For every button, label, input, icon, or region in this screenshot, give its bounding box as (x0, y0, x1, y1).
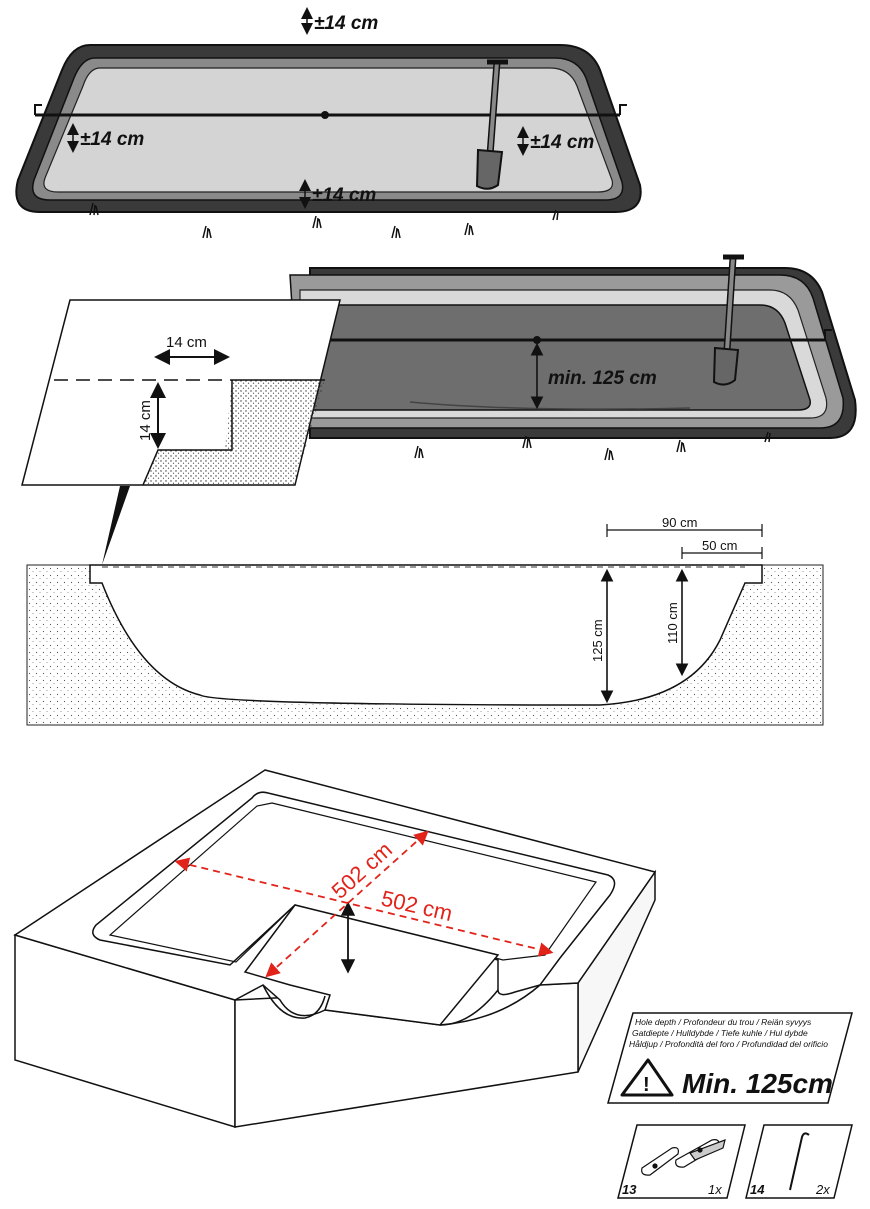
step1-right-label: ±14 cm (530, 132, 594, 153)
ledge-detail-inset: 14 cm 14 cm (21, 299, 341, 565)
hole-depth-warning-box: Hole depth / Profondeur du trou / Reiän … (607, 1012, 853, 1104)
section-inner-depth-dimension: 110 cm (665, 568, 689, 677)
hole-3d-view (13, 769, 657, 1129)
step1-left-dimension: ±14 cm (67, 123, 144, 153)
part-13-card: 13 1x (617, 1124, 746, 1199)
section-inner-span-label: 50 cm (702, 538, 737, 553)
part-14-card: 14 2x (745, 1124, 853, 1199)
shovel-icon (712, 254, 744, 386)
step1-bottom-label: ±14 cm (312, 185, 376, 206)
step1-bottom-dimension: ±14 cm (299, 179, 376, 209)
detail-depth-label: 14 cm (137, 400, 154, 441)
part-14-qty: 2x (815, 1182, 830, 1197)
section-span-dimension: 90 cm (606, 515, 763, 537)
warning-line-3: Håldjup / Profondità del foro / Profundi… (629, 1039, 828, 1049)
detail-width-label: 14 cm (166, 334, 207, 351)
step2-pool-hole (289, 267, 857, 439)
grass-tufts (89, 202, 559, 239)
grass-tufts (414, 431, 771, 461)
part-14-number: 14 (750, 1182, 765, 1197)
step1-top-dimension: ±14 cm (301, 6, 378, 35)
warning-triangle-icon: ! (620, 1058, 674, 1097)
part-13-number: 13 (622, 1182, 637, 1197)
step2-depth-label: min. 125 cm (548, 368, 657, 389)
step1-pool-outline (15, 44, 642, 213)
connector-strap-icon (641, 1139, 726, 1176)
warning-line-1: Hole depth / Profondeur du trou / Reiän … (635, 1017, 812, 1027)
step1-right-dimension: ±14 cm (517, 126, 594, 156)
step2-depth-dimension: min. 125 cm (530, 342, 657, 410)
section-span-label: 90 cm (662, 515, 697, 530)
warning-line-2: Gatdiepte / Hulldybde / Tiefe kuhle / Hu… (632, 1028, 808, 1038)
part-13-qty: 1x (708, 1182, 722, 1197)
section-depth-label: 125 cm (590, 619, 605, 662)
svg-text:!: ! (643, 1074, 650, 1096)
section-inner-depth-label: 110 cm (665, 602, 680, 644)
section-depth-dimension: 125 cm (590, 568, 614, 704)
cross-section (26, 564, 824, 726)
step1-top-label: ±14 cm (314, 13, 378, 34)
shovel-icon (475, 59, 508, 190)
ground-stake-icon (789, 1132, 810, 1191)
section-inner-span-dimension: 50 cm (681, 538, 763, 559)
step1-left-label: ±14 cm (80, 129, 144, 150)
warning-value: Min. 125cm (682, 1068, 833, 1099)
